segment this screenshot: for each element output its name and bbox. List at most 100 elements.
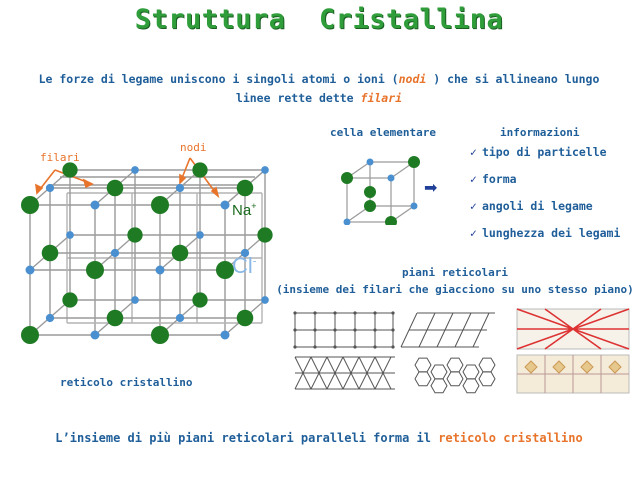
check-icon: ✓ — [470, 199, 477, 213]
label-nodi: nodi — [180, 141, 207, 154]
intro-text: Le forze di legame uniscono i singoli at… — [10, 70, 628, 108]
lattice-node — [373, 345, 377, 349]
info-item: ✓lunghezza dei legami — [470, 226, 620, 253]
lattice-node — [353, 328, 357, 332]
info-item-label: forma — [481, 172, 517, 186]
hexagon-cell — [414, 357, 432, 373]
sodium-atom — [62, 162, 78, 178]
chloride-atom — [45, 313, 55, 323]
label-filari: filari — [40, 151, 80, 164]
chloride-atom — [25, 265, 35, 275]
hexagon-cell — [430, 364, 448, 380]
sodium-atom — [236, 309, 254, 327]
chloride-atom — [196, 231, 204, 239]
sodium-atom — [127, 227, 143, 243]
chloride-atom — [110, 248, 120, 258]
lattice-node — [353, 345, 357, 349]
sodium-atom — [86, 261, 104, 279]
info-title: informazioni — [500, 126, 580, 139]
chloride-atom — [131, 166, 139, 174]
lattice-node — [313, 311, 317, 315]
info-item-label: tipo di particelle — [481, 145, 607, 159]
bottom-text-b: reticolo cristallino — [438, 431, 583, 445]
chloride-atom — [220, 330, 230, 340]
sodium-atom — [41, 244, 59, 262]
planes-title: piani reticolari — [402, 266, 508, 279]
sodium-atom — [106, 179, 124, 197]
lattice-node — [373, 311, 377, 315]
lattice-node — [333, 345, 337, 349]
lattice-node — [391, 328, 395, 332]
intro-filari: filari — [360, 91, 403, 105]
plane-red-square — [516, 308, 630, 350]
hexagon-cell — [462, 364, 480, 380]
plane-hexagonal — [414, 357, 496, 394]
label-cl: Cl — [232, 253, 253, 278]
sodium-atom — [257, 227, 273, 243]
chloride-atom — [90, 330, 100, 340]
check-icon: ✓ — [470, 172, 477, 186]
chloride-atom — [220, 200, 230, 210]
check-icon: ✓ — [470, 226, 477, 240]
lattice-node — [373, 328, 377, 332]
lattice-node — [333, 311, 337, 315]
chloride-atom — [155, 265, 165, 275]
chloride-atom — [66, 231, 74, 239]
sodium-atom — [171, 244, 189, 262]
chloride-atom — [366, 158, 374, 166]
sodium-atom — [151, 196, 169, 214]
sodium-atom — [106, 309, 124, 327]
lattice-node — [391, 345, 395, 349]
sodium-atom — [21, 196, 39, 214]
sodium-atom — [364, 200, 376, 212]
hexagon-cell — [414, 371, 432, 387]
sodium-atom — [216, 261, 234, 279]
label-na: Na — [232, 202, 252, 219]
arrow-right-icon: ➡ — [424, 178, 438, 197]
sodium-atom — [151, 326, 169, 344]
unit-cell-diagram — [341, 156, 420, 225]
lattice-planes-diagram — [293, 308, 630, 394]
label-sodium-ion: Na+ — [232, 201, 256, 219]
label-cl-charge: - — [252, 255, 257, 268]
chloride-atom — [45, 183, 55, 193]
sodium-atom — [408, 156, 420, 168]
page-title: Struttura Cristallina — [134, 4, 504, 35]
lattice-node — [391, 311, 395, 315]
sodium-atom — [21, 326, 39, 344]
chloride-atom — [343, 218, 351, 225]
chloride-atom — [261, 166, 269, 174]
hexagon-cell — [446, 371, 464, 387]
intro-line1-b: ) che si allineano lungo — [426, 72, 600, 86]
lattice-caption: reticolo cristallino — [60, 376, 193, 389]
lattice-node — [353, 311, 357, 315]
plane-oblique — [400, 312, 495, 348]
lattice-node — [333, 328, 337, 332]
chloride-atom — [240, 248, 250, 258]
chloride-atom — [175, 183, 185, 193]
chloride-atom — [175, 313, 185, 323]
plane-beige — [516, 354, 630, 394]
hexagon-cell — [478, 357, 496, 373]
sodium-atom — [62, 292, 78, 308]
lattice-node — [293, 311, 297, 315]
info-item: ✓ angoli di legame — [470, 199, 620, 226]
chloride-atom — [387, 174, 395, 182]
chloride-atom — [90, 200, 100, 210]
label-chloride-ion: Cl- — [232, 253, 256, 279]
sodium-atom — [364, 186, 376, 198]
intro-line2-a: linee rette dette — [235, 91, 361, 105]
plane-rectangular — [294, 312, 394, 348]
info-item: ✓ forma — [470, 172, 620, 199]
info-item-label: angoli di legame — [481, 199, 593, 213]
lattice-node — [313, 345, 317, 349]
info-list: ✓ tipo di particelle ✓ forma ✓ angoli di le… — [470, 145, 620, 253]
lattice-node — [293, 328, 297, 332]
hexagon-cell — [478, 371, 496, 387]
hexagon-cell — [430, 378, 448, 394]
sodium-atom — [192, 292, 208, 308]
label-na-charge: + — [251, 201, 257, 211]
chloride-atom — [131, 296, 139, 304]
sodium-atom — [385, 216, 397, 225]
